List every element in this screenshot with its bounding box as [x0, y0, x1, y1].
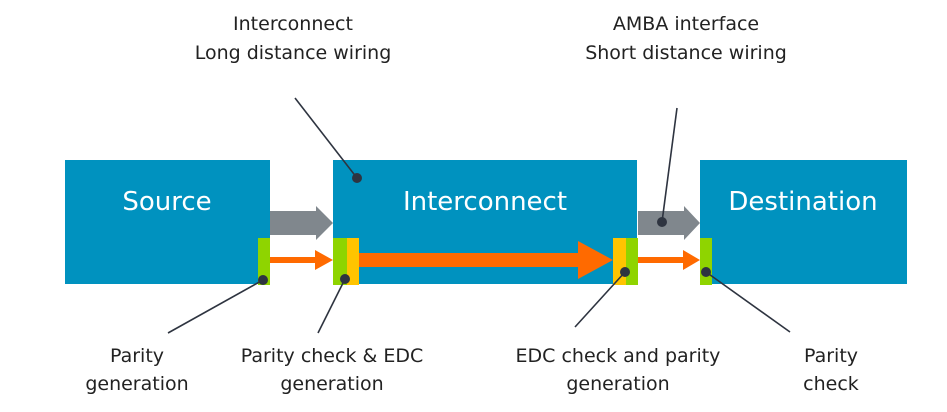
leader-parity-gen [167, 279, 264, 334]
destination-label: Destination [728, 187, 877, 217]
parity-gen-block [258, 238, 270, 285]
top-label-amba-2: Short distance wiring [585, 42, 787, 64]
dot-parity-check-edc [340, 274, 350, 284]
gray-arrow-2 [638, 206, 700, 240]
orange-arrow-big [359, 241, 613, 279]
bottom-label-4a: Parity [804, 345, 858, 367]
bottom-label-4b: check [803, 373, 859, 395]
source-box [65, 160, 270, 284]
parity-check-block-dest [700, 238, 712, 285]
bottom-label-2a: Parity check & EDC [241, 345, 424, 367]
orange-arrow-2 [638, 250, 700, 270]
parity-gen-block-2 [626, 238, 638, 285]
top-label-interconnect-2: Long distance wiring [195, 42, 392, 64]
top-label-interconnect-1: Interconnect [233, 13, 353, 35]
bottom-label-2b: generation [280, 373, 383, 395]
leader-edc-check [574, 271, 626, 328]
leader-parity-check-edc [317, 278, 346, 334]
dot-parity-gen [258, 275, 268, 285]
source-label: Source [122, 187, 211, 217]
destination-box [700, 160, 907, 284]
bottom-label-3b: generation [566, 373, 669, 395]
interconnect-label: Interconnect [403, 187, 567, 217]
edc-gen-block [347, 238, 359, 285]
dot-parity-check [701, 267, 711, 277]
bottom-label-1a: Parity [110, 345, 164, 367]
bottom-label-1b: generation [85, 373, 188, 395]
leader-interconnect [294, 97, 358, 179]
leader-parity-check [705, 271, 791, 333]
bottom-label-3a: EDC check and parity [516, 345, 721, 367]
top-label-amba-1: AMBA interface [613, 13, 759, 35]
leader-amba [661, 107, 678, 223]
orange-arrow-1 [270, 250, 333, 270]
dot-edc-check [620, 267, 630, 277]
dot-amba [657, 217, 667, 227]
dot-interconnect [352, 173, 362, 183]
gray-arrow-1 [270, 206, 333, 240]
parity-check-block [333, 238, 347, 285]
